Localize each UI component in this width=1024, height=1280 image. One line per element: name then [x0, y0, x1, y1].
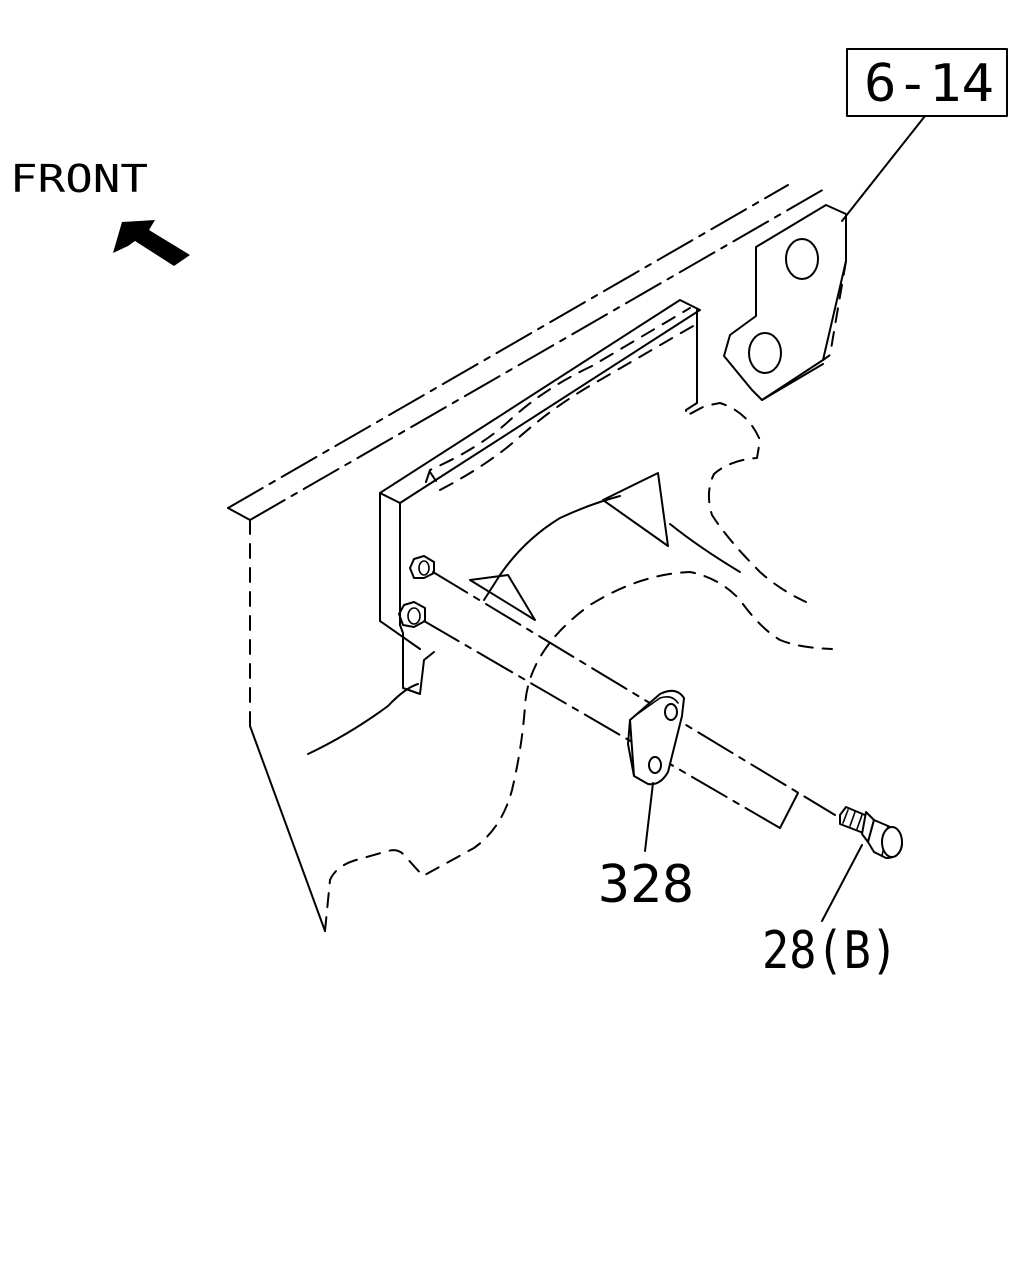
- bolt-leader-line: [821, 844, 863, 922]
- mount-plate: [723, 204, 847, 401]
- nut-lower: [398, 601, 426, 628]
- frame-rail: [227, 184, 833, 932]
- bolt-axis-lines: [423, 571, 836, 829]
- gasket-leader-line: [644, 782, 654, 852]
- gasket-callout: 328: [598, 855, 694, 915]
- front-arrow-icon: [113, 220, 190, 266]
- gasket-plate: [627, 689, 685, 786]
- reference-box-label: 6-14: [864, 54, 994, 114]
- flange-bolt: [839, 806, 903, 859]
- front-label: FRONT: [10, 157, 148, 201]
- bracket-ribs: [469, 472, 669, 621]
- nut-upper: [409, 555, 435, 579]
- bolt-callout: 28(B): [762, 921, 898, 981]
- cross-member: [307, 299, 807, 755]
- reference-box: [846, 48, 1008, 117]
- reference-leader-line: [841, 115, 926, 222]
